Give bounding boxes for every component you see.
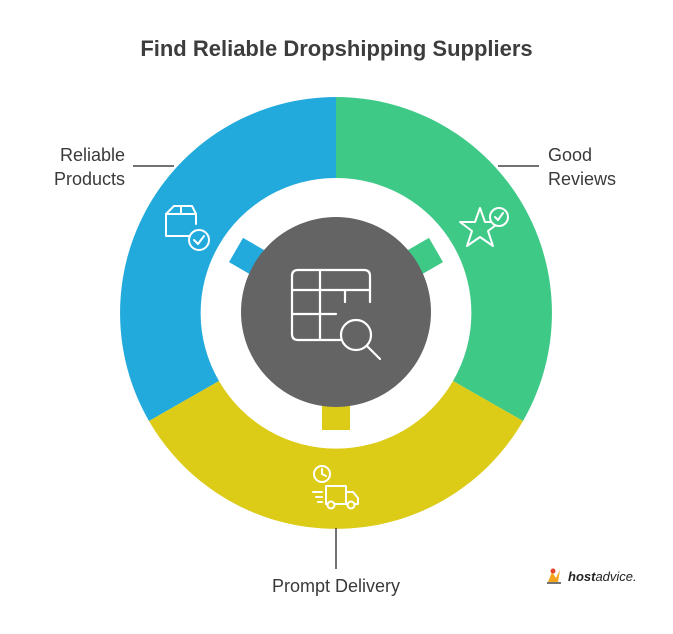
label-good-reviews: Good Reviews [548,145,617,189]
star-check-icon [459,207,509,247]
logo-icon [547,568,561,584]
delivery-truck-clock-icon [312,465,359,510]
label-prompt-delivery: Prompt Delivery [271,576,401,596]
segment-prompt-delivery [149,381,523,529]
hostadvice-logo: hostadvice. [544,566,637,586]
package-check-icon [165,205,210,251]
table-search-icon [290,268,382,361]
center-hub [241,217,431,407]
label-reliable-products: Reliable Products [53,145,125,189]
segment-good-reviews [336,97,552,421]
page-title: Find Reliable Dropshipping Suppliers [140,36,533,61]
segment-reliable-products [120,97,336,421]
logo-text: hostadvice. [568,568,637,584]
